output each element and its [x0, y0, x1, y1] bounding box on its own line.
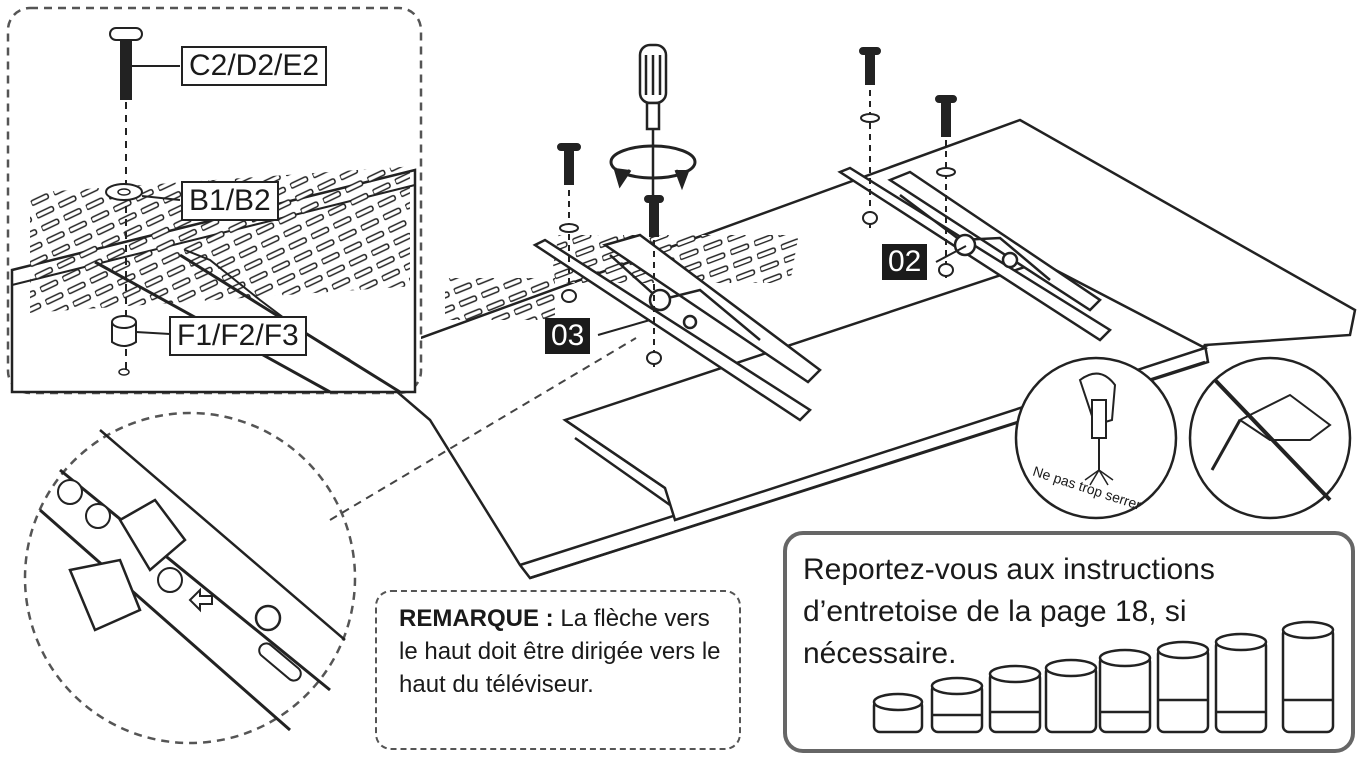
- main-screws: [557, 47, 957, 370]
- reference-box: Reportez-vous aux instructions d’entreto…: [783, 531, 1355, 753]
- note-heading: REMARQUE :: [399, 605, 554, 632]
- tv-back-panel: [357, 118, 1357, 580]
- left-bracket: [532, 233, 822, 422]
- spacer-label: F1/F2/F3: [169, 316, 307, 356]
- hand-screwdriver-icon: [1014, 356, 1178, 520]
- spacer-7: [1214, 632, 1268, 734]
- rotate-arrow-icon: [609, 144, 697, 191]
- spacer-3: [988, 664, 1042, 734]
- screwdriver-icon: [638, 43, 668, 195]
- spacer-6: [1156, 640, 1210, 734]
- washer-label: B1/B2: [181, 181, 279, 221]
- bracket-badge-03: 03: [545, 318, 591, 354]
- note-body: La flèche vers le haut doit être dirigée…: [399, 605, 721, 698]
- spacer-2: [930, 676, 984, 734]
- note-box: REMARQUE : La flèche vers le haut doit ê…: [375, 590, 741, 750]
- reference-text: Reportez-vous aux instructions d’entreto…: [803, 553, 1215, 670]
- up-arrow-icon: [188, 587, 213, 613]
- bracket-badge-02: 02: [882, 244, 928, 280]
- spacer-set: [872, 620, 1335, 734]
- spacer-1: [872, 692, 924, 734]
- spacer-5: [1098, 648, 1152, 734]
- screw-label: C2/D2/E2: [181, 46, 328, 86]
- right-bracket: [837, 166, 1112, 342]
- zoom-detail-circle: [23, 411, 357, 745]
- power-drill-prohibited-icon: [1188, 356, 1352, 520]
- spacer-8: [1281, 620, 1335, 734]
- spacer-4: [1044, 658, 1098, 734]
